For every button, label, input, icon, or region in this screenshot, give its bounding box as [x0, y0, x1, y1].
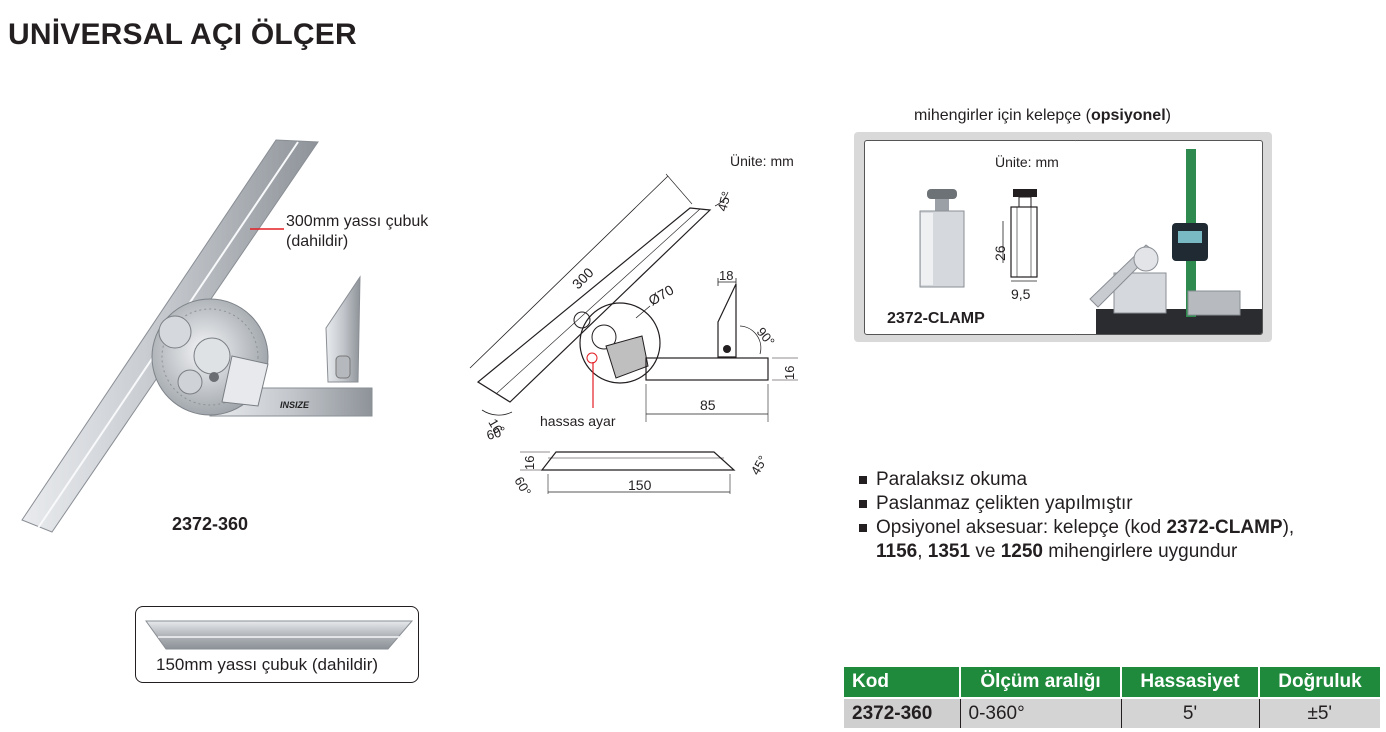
dim-18: 18: [719, 268, 733, 283]
page-title: UNİVERSAL AÇI ÖLÇER: [8, 18, 357, 51]
bar-150-box: 150mm yassı çubuk (dahildir): [135, 606, 419, 683]
bar-300-label-2: (dahildir): [286, 233, 348, 250]
table-cell: 2372-360: [844, 697, 961, 728]
angle-45-top: 45°: [714, 190, 734, 213]
drawing-blade: [476, 207, 712, 403]
clamp-usage-photo: [1076, 140, 1263, 335]
clamp-dim-26: 26: [992, 245, 1008, 261]
table-header-cell: Doğruluk: [1259, 667, 1380, 698]
clamp-model: 2372-CLAMP: [887, 310, 985, 327]
clamp-panel: Ünite: mm 26 9,5 2372-CLAMP: [854, 132, 1272, 342]
bottom-dim-16: 16: [522, 456, 537, 470]
dim-diameter: Ø70: [646, 281, 677, 308]
fine-adjust-label: hassas ayar: [540, 413, 616, 429]
feature-item: Paralaksız okuma: [858, 468, 1294, 492]
table-row: 2372-360 0-360° 5' ±5': [844, 697, 1380, 728]
table-header-cell: Ölçüm aralığı: [960, 667, 1122, 698]
clamp-caption: mihengirler için kelepçe (opsiyonel): [914, 107, 1171, 124]
table-header-cell: Hassasiyet: [1121, 667, 1260, 698]
drawing-bar-150: [540, 451, 736, 471]
brand-logo: INSIZE: [280, 400, 310, 410]
drawing-dial: [579, 302, 661, 384]
clamp-unit: Ünite: mm: [995, 153, 1059, 170]
stock-arm: [325, 275, 361, 383]
drawing-unit: Ünite: mm: [730, 152, 794, 169]
bar-150-photo: [145, 620, 414, 650]
bar-150-label: 150mm yassı çubuk (dahildir): [156, 655, 379, 674]
bottom-angle-60: 60°: [511, 474, 534, 499]
angle-90: 90°: [754, 324, 778, 349]
clamp-drawing: [1010, 206, 1038, 278]
table-header-cell: Kod: [844, 667, 961, 698]
table-cell: 0-360°: [960, 697, 1122, 728]
bottom-dim-150: 150: [628, 477, 652, 493]
spec-table: Kod Ölçüm aralığı Hassasiyet Doğruluk 23…: [844, 667, 1380, 728]
dim-16-right: 16: [782, 366, 797, 380]
table-cell: 5': [1121, 697, 1260, 728]
model-code: 2372-360: [172, 514, 248, 534]
table-header-row: Kod Ölçüm aralığı Hassasiyet Doğruluk: [844, 667, 1380, 698]
lock-knob-icon: [158, 315, 192, 349]
angle-60-left: 60°: [485, 423, 508, 443]
clamp-dim-9-5: 9,5: [1011, 286, 1031, 302]
bottom-angle-45: 45°: [748, 453, 771, 478]
feature-item: Opsiyonel aksesuar: kelepçe (kod 2372-CL…: [858, 516, 1294, 564]
table-cell: ±5': [1259, 697, 1380, 728]
product-photo: INSIZE 300mm yassı çubuk (dahildir) 2372…: [21, 139, 429, 534]
dim-16-left: 16: [485, 416, 505, 436]
feature-item: Paslanmaz çelikten yapılmıştır: [858, 492, 1294, 516]
clamp-drawing-box: Ünite: mm 26 9,5 2372-CLAMP: [864, 140, 1078, 335]
dim-85: 85: [700, 397, 716, 413]
drawing-stock: [645, 357, 769, 381]
technical-drawing: Ünite: mm 300 45° Ø70 18 90° 16 85 16 60…: [469, 152, 798, 499]
bar-300-label-1: 300mm yassı çubuk: [286, 213, 429, 230]
magnifier-lens: [221, 355, 269, 407]
feature-list: Paralaksız okuma Paslanmaz çelikten yapı…: [858, 468, 1294, 564]
